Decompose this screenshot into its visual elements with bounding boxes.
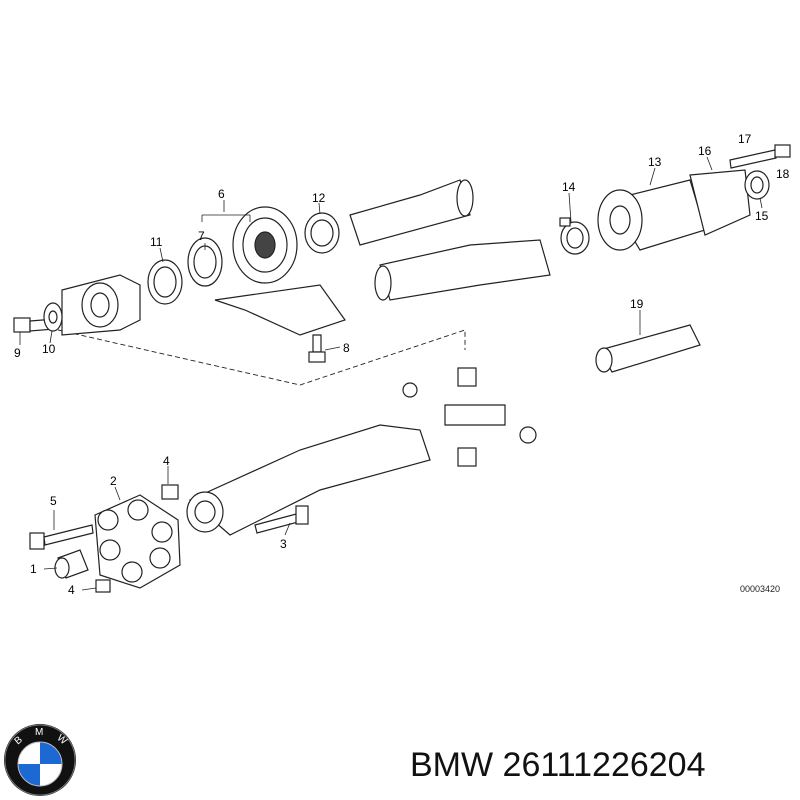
ring-12 xyxy=(304,212,340,254)
callout-12: 12 xyxy=(312,191,326,205)
callout-4-bottom: 4 xyxy=(68,583,75,597)
splined-shaft xyxy=(349,179,474,246)
center-bearing-6 xyxy=(214,206,346,336)
callout-13: 13 xyxy=(648,155,662,169)
callout-8: 8 xyxy=(343,341,350,355)
clip-15 xyxy=(744,170,770,200)
bmw-logo: B M W xyxy=(4,724,76,796)
callout-2: 2 xyxy=(110,474,117,488)
bolt-9 xyxy=(13,317,56,333)
bolt-5 xyxy=(29,524,94,550)
callout-9: 9 xyxy=(14,346,21,360)
callout-6: 6 xyxy=(218,187,225,201)
joint-13 xyxy=(597,179,706,251)
grease-tube-19 xyxy=(595,324,701,373)
drive-shaft xyxy=(186,424,431,536)
ring-11 xyxy=(147,259,183,305)
bolt-8 xyxy=(308,334,326,363)
diagram-reference-number: 00003420 xyxy=(740,584,780,594)
callout-16: 16 xyxy=(698,144,712,158)
callout-11: 11 xyxy=(150,235,163,249)
flex-disc-2 xyxy=(94,494,181,589)
callout-19: 19 xyxy=(630,297,644,311)
bolt-17 xyxy=(729,149,777,169)
callout-3: 3 xyxy=(280,537,287,551)
callout-15: 15 xyxy=(755,209,769,223)
callout-17: 17 xyxy=(738,132,752,146)
clamp-14 xyxy=(559,217,590,255)
washer-10 xyxy=(43,302,63,332)
sleeve-1 xyxy=(54,549,89,579)
callout-7: 7 xyxy=(198,229,205,243)
assembly-outline xyxy=(57,329,466,386)
flange-yoke xyxy=(61,274,141,336)
callout-5: 5 xyxy=(50,494,57,508)
svg-text:M: M xyxy=(35,727,43,738)
nut-4-bottom xyxy=(95,579,111,593)
callout-14: 14 xyxy=(562,180,576,194)
bolt-3 xyxy=(254,505,309,534)
callout-1: 1 xyxy=(30,562,37,576)
leader-lines xyxy=(19,156,763,591)
nut-4-top xyxy=(161,484,179,500)
callout-10: 10 xyxy=(42,342,56,356)
nut-18 xyxy=(774,144,791,158)
slip-shaft xyxy=(374,239,551,301)
part-number-caption: BMW 26111226204 xyxy=(410,746,706,784)
callout-4-top: 4 xyxy=(163,454,170,468)
callout-18: 18 xyxy=(776,167,790,181)
universal-joint-cross xyxy=(402,367,537,467)
ring-7 xyxy=(187,237,223,287)
flange-16 xyxy=(689,169,751,236)
